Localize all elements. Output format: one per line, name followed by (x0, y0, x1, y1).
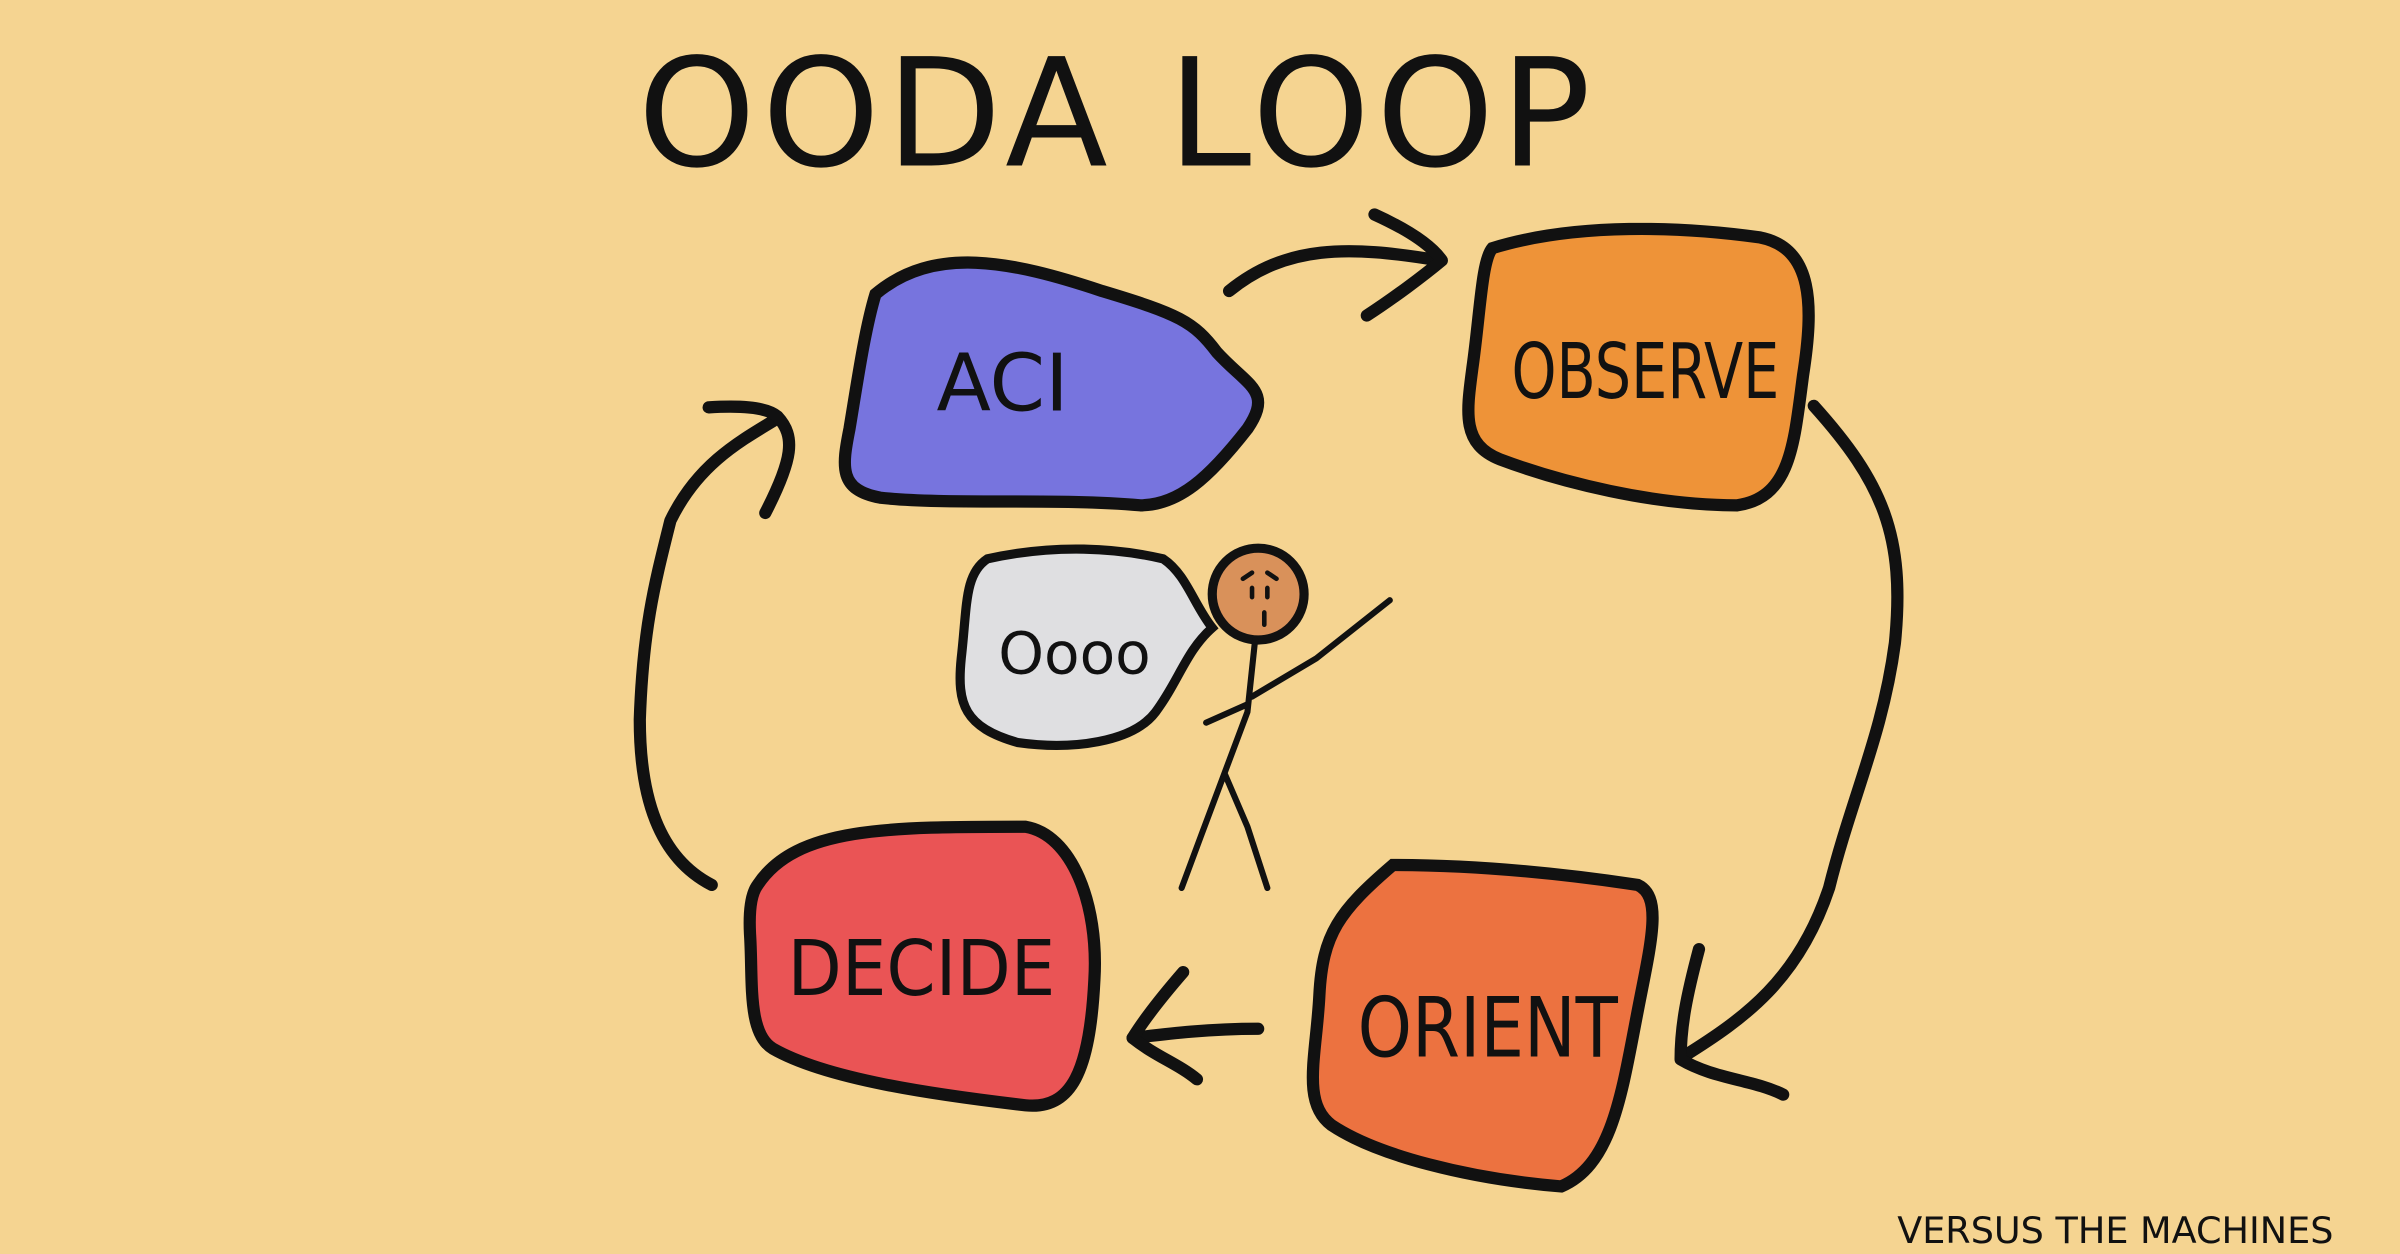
node-act: ACI (838, 256, 1265, 512)
arrow-decide-to-act (633, 400, 796, 892)
node-orient: ORIENT (1306, 858, 1659, 1193)
arrow-act-to-observe (1222, 208, 1448, 322)
decide-label: DECIDE (788, 925, 1056, 1014)
figure-head (1207, 543, 1309, 645)
arrow-orient-to-decide (1126, 966, 1265, 1086)
speech-bubble-text: Oooo (998, 620, 1151, 688)
observe-label: OBSERVE (1511, 328, 1779, 417)
footer-brand: VERSUS THE MACHINES (1897, 1209, 2333, 1252)
speech-bubble: Oooo (955, 544, 1219, 750)
speech-bubble-shape (955, 544, 1219, 750)
orient-shape (1306, 858, 1659, 1193)
arrow-observe-to-orient (1674, 399, 1904, 1101)
diagram-title: OODA LOOP (638, 28, 1597, 202)
act-label: ACI (937, 336, 1069, 429)
stick-figure (1178, 543, 1393, 892)
decide-shape (743, 820, 1102, 1112)
figure-body (1178, 597, 1393, 892)
observe-shape (1462, 222, 1815, 512)
node-observe: OBSERVE (1462, 222, 1815, 512)
figure-face (1240, 570, 1279, 627)
act-shape (838, 256, 1265, 512)
node-decide: DECIDE (743, 820, 1102, 1112)
orient-label: ORIENT (1358, 980, 1619, 1076)
